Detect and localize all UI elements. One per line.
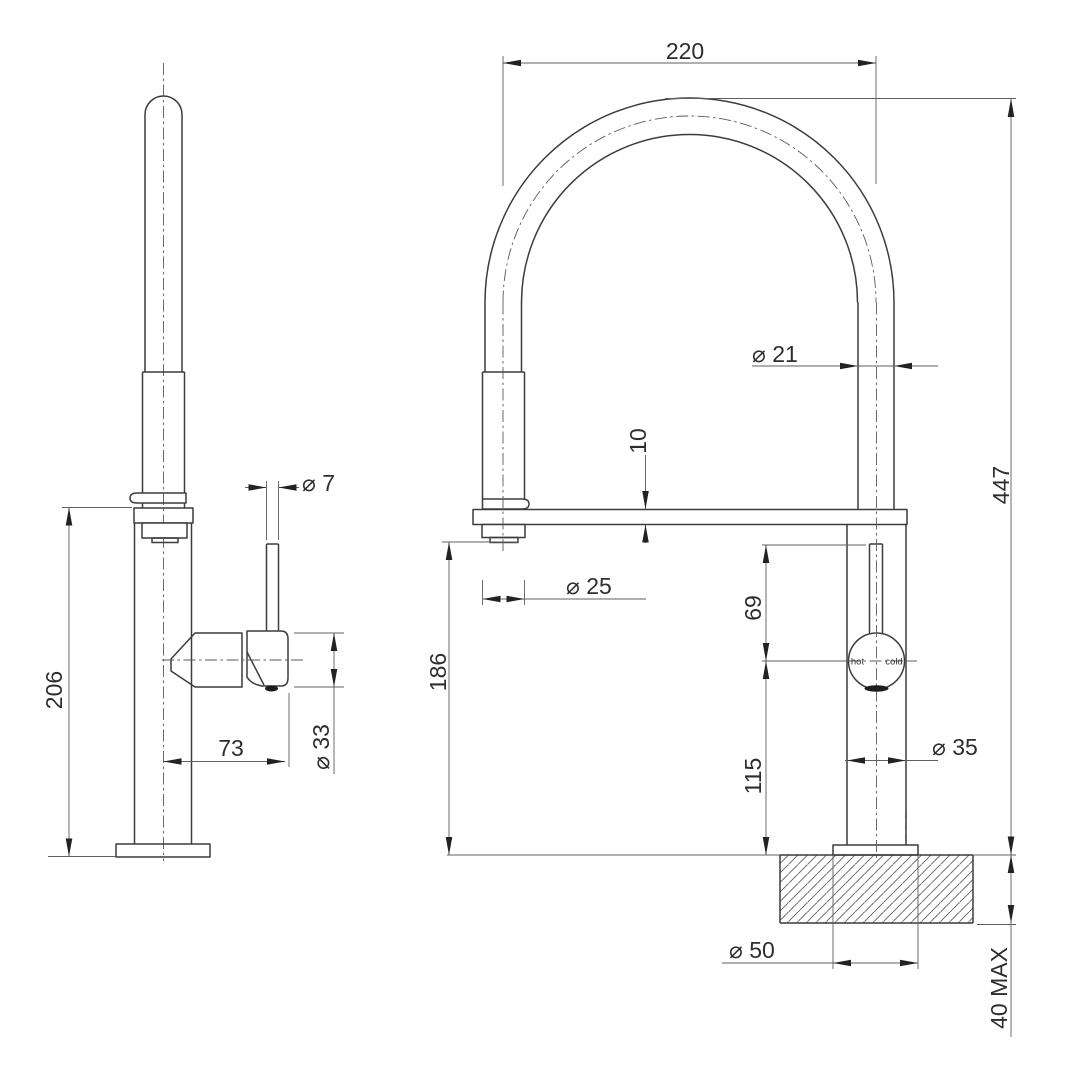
- spout-nut: [141, 522, 188, 539]
- dim-text-dia25: ⌀ 25: [566, 573, 612, 599]
- aerator: [151, 537, 179, 544]
- dimension-69: 69: [740, 544, 866, 662]
- dimension-10: 10: [625, 428, 651, 543]
- dim-text-69: 69: [740, 595, 766, 621]
- front-view: hot cold 220 447 ⌀ 21 10: [425, 38, 1016, 1037]
- dim-text-dia35: ⌀ 35: [932, 734, 978, 760]
- dim-text-206: 206: [41, 671, 67, 709]
- dimension-dia7: ⌀ 7: [245, 470, 335, 540]
- lever-rod: [265, 543, 280, 631]
- dim-text-115: 115: [740, 758, 766, 795]
- handle-cap-edge: [246, 651, 265, 686]
- dimension-73: 73: [163, 693, 290, 767]
- dim-text-73: 73: [218, 735, 244, 761]
- dim-text-186: 186: [425, 653, 451, 691]
- dim-text-dia33: ⌀ 33: [308, 724, 334, 770]
- body-column-front: [846, 524, 907, 845]
- sleeve-stub: [141, 503, 186, 508]
- bench-hatch: [780, 855, 973, 923]
- bench-outline: [779, 854, 974, 924]
- handle-outlet-dot: [265, 685, 278, 692]
- dim-text-40max: 40 MAX: [986, 947, 1012, 1029]
- dim-text-dia21: ⌀ 21: [752, 341, 798, 367]
- wand-sleeve-front: [481, 371, 526, 499]
- mount-plate: [472, 508, 908, 526]
- dimension-dia33: ⌀ 33: [294, 632, 344, 774]
- dim-text-220: 220: [666, 38, 704, 64]
- base-plate: [115, 843, 211, 858]
- dimension-220: 220: [502, 38, 877, 186]
- dimension-dia35: ⌀ 35: [845, 734, 978, 764]
- hose-outer-arc: [484, 97, 895, 303]
- handle-cap: [246, 630, 289, 687]
- hole-edges: [832, 855, 919, 969]
- dim-text-dia7: ⌀ 7: [302, 470, 335, 496]
- riser-tube: [857, 302, 895, 510]
- wand-outline: [144, 95, 183, 372]
- sleeve-lip: [129, 492, 187, 504]
- side-view: 206 73 ⌀ 7 ⌀ 33: [41, 63, 344, 861]
- knob-label-hot: hot: [851, 657, 865, 668]
- handle-body: [170, 632, 243, 688]
- dimension-206: 206: [41, 507, 132, 857]
- wand-tube: [484, 302, 523, 372]
- dim-text-dia50: ⌀ 50: [729, 937, 775, 963]
- wand-sleeve: [141, 371, 186, 493]
- base-plate-front: [832, 844, 919, 856]
- dim-text-10: 10: [625, 428, 651, 454]
- dimension-dia50: ⌀ 50: [722, 937, 918, 967]
- knob-label-cold: cold: [885, 657, 902, 668]
- dim-text-447: 447: [988, 466, 1014, 504]
- dimension-40max: 40 MAX: [977, 855, 1016, 1037]
- dimension-dia25: ⌀ 25: [482, 573, 646, 605]
- aerator-front: [489, 536, 519, 544]
- spout-nut-front: [481, 523, 526, 539]
- knob-indicator-dot: [864, 685, 889, 692]
- sleeve-lip-front: [481, 498, 530, 510]
- lever-rod-front: [868, 543, 884, 633]
- hose-inner-arc: [520, 133, 859, 303]
- body-column: [133, 523, 193, 844]
- dimension-115: 115: [740, 661, 770, 855]
- dimension-447: 447: [665, 98, 1016, 855]
- dimension-dia21: ⌀ 21: [752, 341, 938, 370]
- hose-centerline-arc: [502, 115, 877, 303]
- dimension-186: 186: [425, 541, 518, 855]
- mount-collar: [133, 507, 194, 524]
